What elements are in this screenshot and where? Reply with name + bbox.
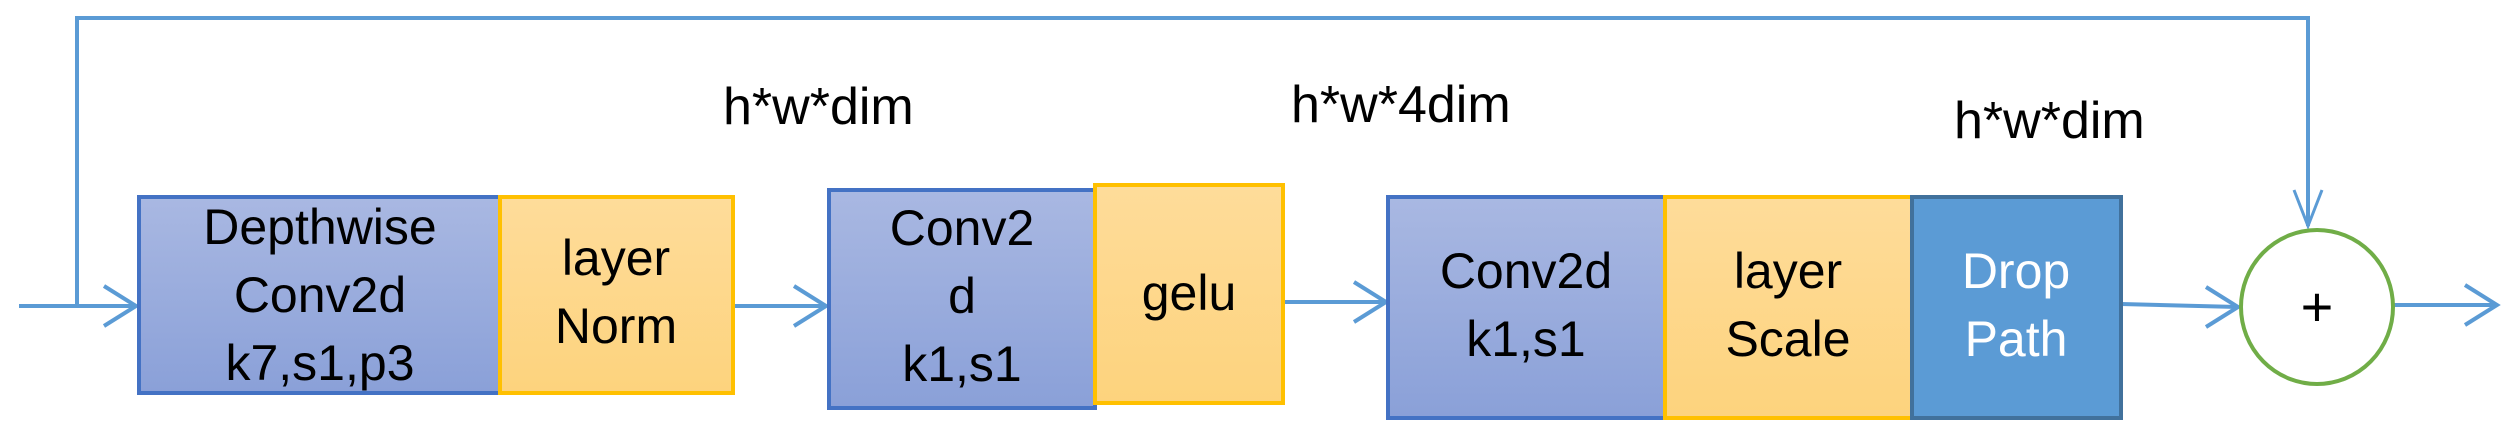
- plus-icon: +: [2301, 275, 2334, 338]
- gelu-block: gelu: [1093, 183, 1285, 405]
- skip-arrowhead: [2292, 189, 2324, 231]
- shape-label-3: h*w*dim: [1954, 92, 2145, 150]
- shape-label-1: h*w*dim: [723, 78, 914, 136]
- residual-add-node: +: [2239, 228, 2395, 386]
- flow-arrows: [19, 280, 2501, 329]
- shape-label-2: h*w*4dim: [1291, 76, 1511, 134]
- svg-text:gelu: gelu: [1142, 265, 1237, 321]
- skip-connection-line: [75, 16, 2310, 306]
